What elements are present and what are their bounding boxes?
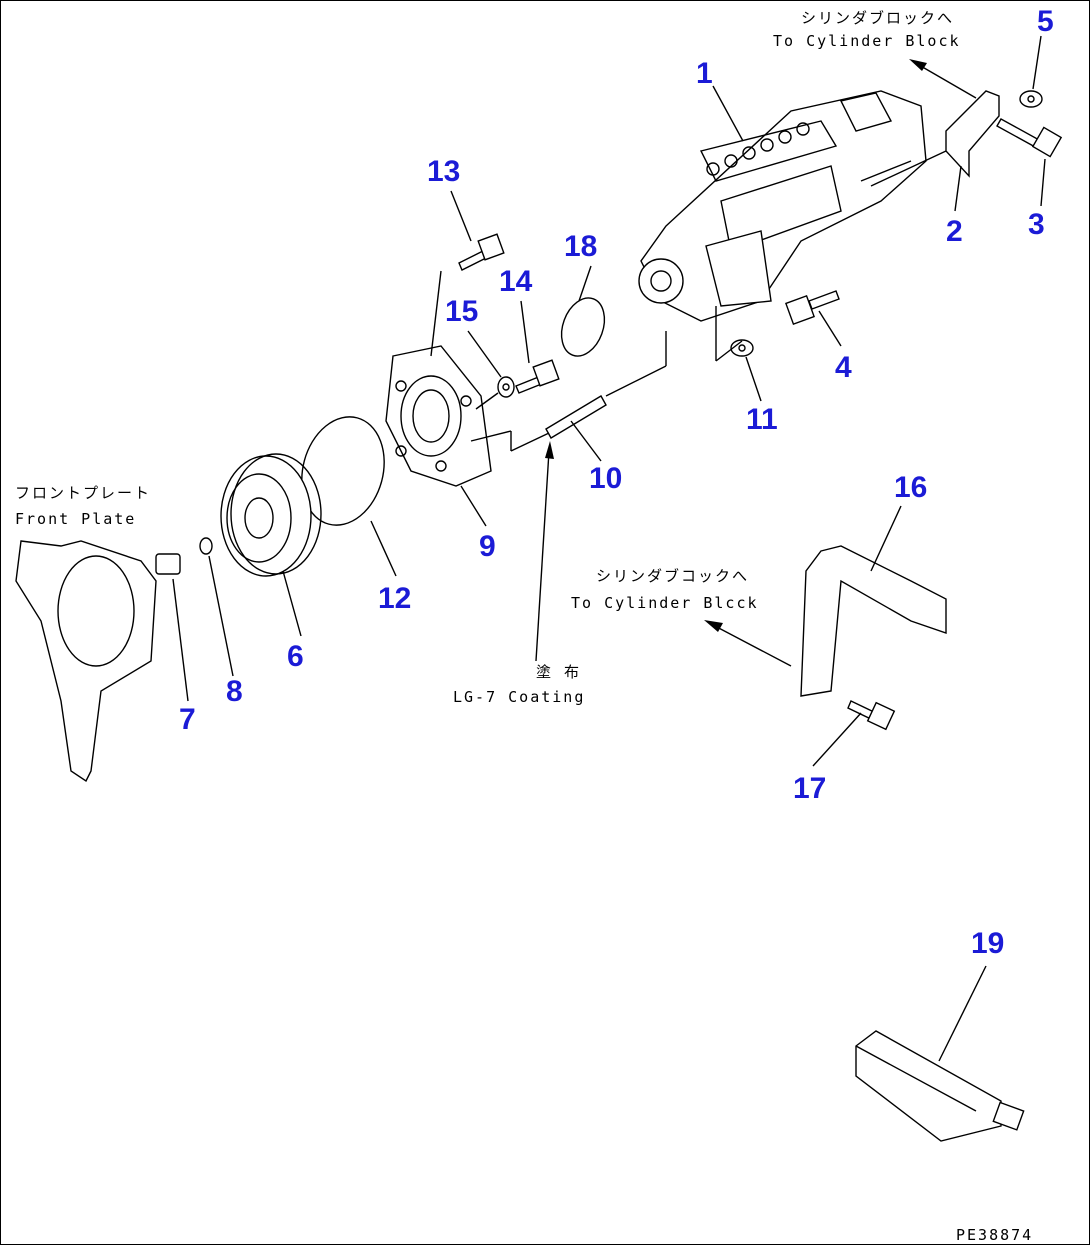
callout-7: 7 <box>179 703 196 736</box>
callout-18: 18 <box>564 230 597 263</box>
callout-6: 6 <box>287 640 304 673</box>
note-to-cylinder-block-top-jp: シリンダブロックへ <box>801 9 954 27</box>
callout-5: 5 <box>1037 5 1054 38</box>
note-coating-jp: 塗 布 <box>536 663 581 681</box>
callout-1: 1 <box>696 57 713 90</box>
note-to-cylinder-block-mid-jp: シリンダブコックへ <box>596 567 749 585</box>
callouts: 1 2 3 4 5 6 7 8 9 10 11 12 13 14 15 16 1… <box>179 5 1054 960</box>
callout-3: 3 <box>1028 208 1045 241</box>
callout-15: 15 <box>445 295 478 328</box>
key-part-7 <box>155 553 181 575</box>
callout-16: 16 <box>894 471 927 504</box>
callout-19: 19 <box>971 927 1004 960</box>
drawing-code: PE38874 <box>956 1226 1033 1244</box>
bolt-part-14 <box>515 359 560 394</box>
callout-14: 14 <box>499 265 533 298</box>
bolt-part-3 <box>996 118 1063 158</box>
bracket-part-16 <box>800 545 947 697</box>
note-front-plate-en: Front Plate <box>15 510 136 528</box>
washer-part-8 <box>199 537 213 555</box>
callout-9: 9 <box>479 530 496 563</box>
callout-4: 4 <box>835 351 852 384</box>
o-ring-part-12 <box>301 416 385 526</box>
front-plate <box>15 540 157 783</box>
injection-pump-part <box>638 90 927 322</box>
callout-12: 12 <box>378 582 411 615</box>
gear-part-6 <box>220 453 322 577</box>
bolt-part-17 <box>847 700 896 731</box>
callout-11: 11 <box>746 403 778 436</box>
note-front-plate-jp: フロントプレート <box>15 484 151 502</box>
callout-13: 13 <box>427 155 460 188</box>
callout-17: 17 <box>793 772 826 805</box>
note-coating-en: LG-7 Coating <box>453 688 585 706</box>
note-to-cylinder-block-top-en: To Cylinder Block <box>773 32 961 50</box>
tool-part-19 <box>855 1030 1025 1142</box>
stud-part-10 <box>470 331 667 452</box>
bracket-part <box>870 90 1000 187</box>
nut-part-11 <box>715 306 754 362</box>
note-to-cylinder-block-mid-en: To Cylinder Blcck <box>571 594 759 612</box>
bolt-part-4 <box>785 290 840 325</box>
arrow-coating <box>535 441 554 662</box>
mounting-plate-part-9 <box>385 345 492 487</box>
callout-10: 10 <box>589 462 622 495</box>
callout-8: 8 <box>226 675 243 708</box>
arrow-top <box>909 59 977 99</box>
leader-lines <box>172 35 1046 1062</box>
bolt-part-13 <box>430 233 505 357</box>
nut-part-5 <box>1019 90 1043 108</box>
arrow-mid <box>704 620 792 667</box>
washer-part-15 <box>475 376 515 410</box>
callout-2: 2 <box>946 215 963 248</box>
o-ring-part-18 <box>560 297 606 357</box>
